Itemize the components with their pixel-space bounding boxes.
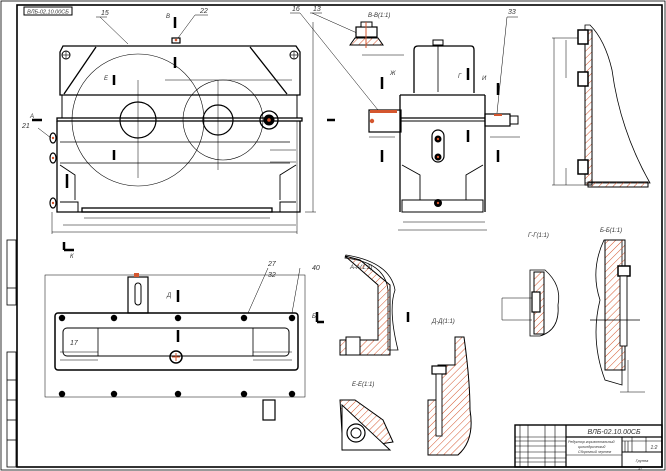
- section-letter-g: Г: [458, 74, 462, 80]
- detail-vv: В-В(1:1): [349, 13, 404, 56]
- title-organization: Группа: [636, 458, 649, 463]
- section-ee: Е-Е(1:1): [339, 382, 394, 451]
- title-block: [514, 424, 663, 468]
- leader-lines: [37, 12, 518, 314]
- top-view-bolts: [58, 273, 296, 398]
- side-view-accents: [369, 110, 502, 207]
- title-format: A1: [637, 467, 642, 471]
- section-aa: А-А(1:2): [339, 254, 399, 356]
- callout-22: 22: [199, 8, 208, 15]
- callout-17: 17: [70, 340, 79, 347]
- title-designation: ВЛБ-02.10.00СБ: [587, 429, 641, 436]
- section-markers: [32, 17, 335, 252]
- section-letters: В Е А К Ж Г И Д Б: [29, 14, 487, 320]
- callout-32: 32: [268, 272, 276, 279]
- section-letter-a: А: [29, 114, 34, 120]
- title-name-line2: цилиндрический: [578, 445, 605, 449]
- title-doc-type: Сборочный чертеж: [578, 450, 612, 454]
- title-name-line1: Редуктор горизонтальный: [568, 440, 615, 444]
- title-block-text: ВЛБ-02.10.00СБ Редуктор горизонтальный ц…: [568, 429, 658, 471]
- callout-33: 33: [508, 9, 516, 16]
- view-label-dd: Д-Д(1:1): [431, 319, 455, 325]
- rotated-designation-stamp: ВЛБ-02.10.00СБ: [23, 6, 73, 16]
- section-dd: Д-Д(1:1): [427, 319, 472, 456]
- section-gg: Г-Г(1:1): [501, 233, 560, 337]
- view-label-gg: Г-Г(1:1): [528, 233, 549, 239]
- detail-wall: [552, 24, 651, 188]
- section-letter-d: Д: [166, 293, 172, 299]
- section-letter-k: К: [70, 254, 74, 260]
- callout-labels: 15 22 16 13 33 21 27 32 40 17: [21, 6, 516, 347]
- side-view-markers: [380, 68, 500, 162]
- side-view: [368, 39, 520, 231]
- section-letter-b: Б: [312, 314, 316, 320]
- section-bb: Б-Б(1:1): [590, 228, 645, 393]
- callout-40: 40: [312, 265, 320, 272]
- view-label-vv: В-В(1:1): [368, 13, 390, 19]
- view-label-bb: Б-Б(1:1): [600, 228, 622, 234]
- section-letter-e: Е: [104, 76, 109, 82]
- title-scale: 1:2: [651, 445, 658, 451]
- callout-16: 16: [292, 6, 300, 13]
- section-letter-zh: Ж: [389, 71, 396, 77]
- top-view: [44, 274, 306, 421]
- binding-strip: [6, 239, 17, 468]
- section-letter-i: И: [482, 76, 487, 82]
- view-label-ee: Е-Е(1:1): [352, 382, 374, 388]
- front-view: [49, 22, 316, 234]
- stamp-text: ВЛБ-02.10.00СБ: [27, 10, 69, 16]
- callout-15: 15: [101, 10, 109, 17]
- top-view-markers: [176, 290, 410, 342]
- front-view-accents: [51, 37, 271, 205]
- callout-27: 27: [267, 261, 277, 268]
- callout-21: 21: [21, 123, 30, 130]
- section-letter-v: В: [166, 14, 170, 20]
- callout-13: 13: [313, 6, 321, 13]
